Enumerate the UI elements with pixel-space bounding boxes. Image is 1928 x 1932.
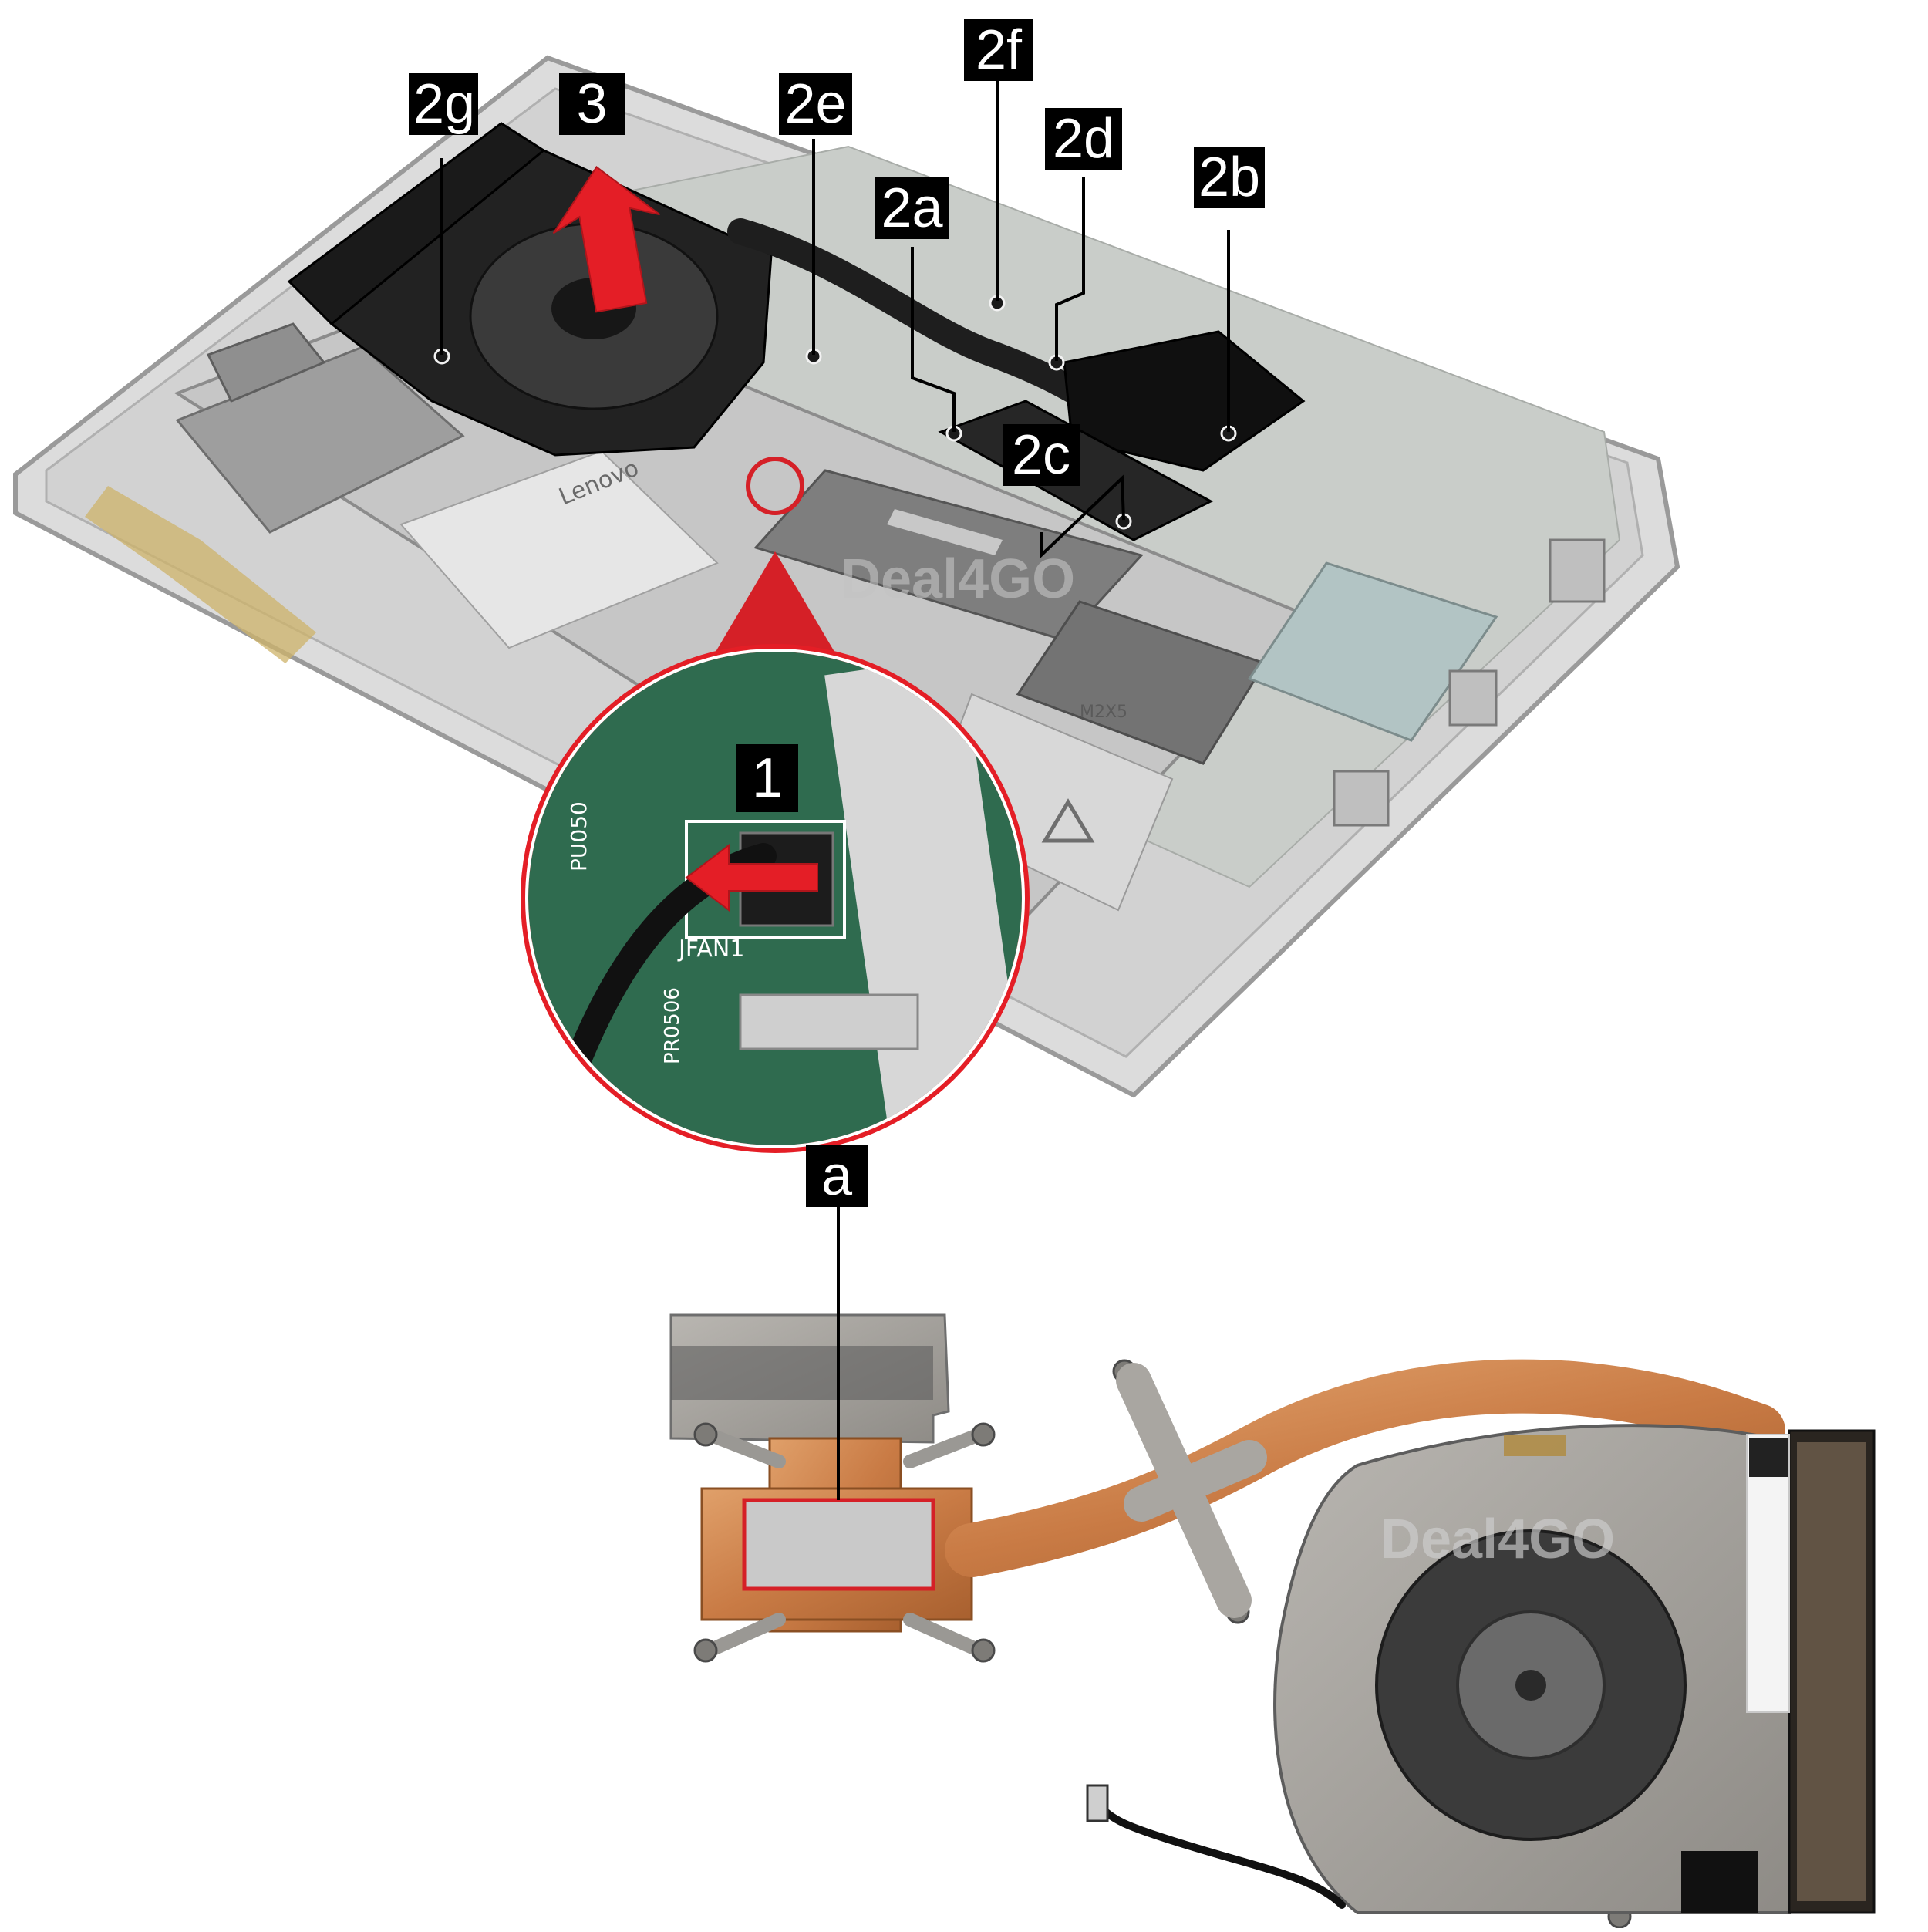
leader-2d [1055, 177, 1085, 361]
label-jfan1: JFAN1 [677, 936, 744, 963]
steel-cross-bracket [1116, 1363, 1267, 1618]
magnified-connector-outline [685, 820, 846, 939]
callout-2g: 2g [409, 73, 478, 135]
callout-leader-lines [440, 81, 1230, 559]
callout-2e: 2e [779, 73, 852, 135]
fan-cable-plug [1086, 1784, 1109, 1822]
callout-3: 3 [559, 73, 625, 135]
disconnect-arrow [685, 843, 818, 912]
callout-2d: 2d [1045, 108, 1122, 170]
gold-tape [85, 486, 316, 663]
battery-screw-marker-text: M2X5 [1080, 703, 1127, 722]
label-pr0506: PR0506 [661, 987, 684, 1064]
callout-2c: 2c [1003, 424, 1080, 486]
watermark-laptop: Deal4GO [841, 548, 1076, 610]
qr-code-icon [1749, 1438, 1788, 1477]
battery [174, 275, 1314, 928]
battery-label [399, 450, 719, 649]
callout-2f: 2f [964, 19, 1033, 81]
wwan-card [206, 322, 326, 403]
leader-2c [1040, 474, 1125, 559]
mounting-arms [703, 1428, 986, 1657]
callout-1: 1 [736, 744, 798, 812]
label-pu050: PU050 [566, 801, 592, 872]
watermark-heatsink: Deal4GO [1380, 1509, 1616, 1570]
wifi-card [1016, 600, 1267, 765]
magnifier: JFAN1 PU050 PR0506 [521, 644, 1030, 1153]
qr-sticker [1746, 1434, 1790, 1713]
screw-markers [433, 295, 1237, 530]
copper-heatpipe [945, 1359, 1785, 1577]
installed-thermal-module [287, 122, 1306, 541]
callout-2a: 2a [875, 177, 949, 239]
fan-cable-removed [1095, 1801, 1346, 1909]
recycle-icon [1041, 798, 1095, 843]
thermal-pad [742, 1498, 935, 1591]
callout-2b: 2b [1194, 147, 1265, 208]
magnified-bottom-connector [739, 993, 919, 1050]
magnifier-pointer [713, 551, 837, 656]
side-ports [1333, 538, 1606, 827]
memory-module [1247, 561, 1498, 742]
removed-thermal-module [669, 1313, 1876, 1929]
lift-arrow [552, 165, 661, 313]
callout-a: a [806, 1145, 868, 1207]
connector-location-marker [746, 457, 804, 515]
leader-2a [911, 247, 956, 432]
